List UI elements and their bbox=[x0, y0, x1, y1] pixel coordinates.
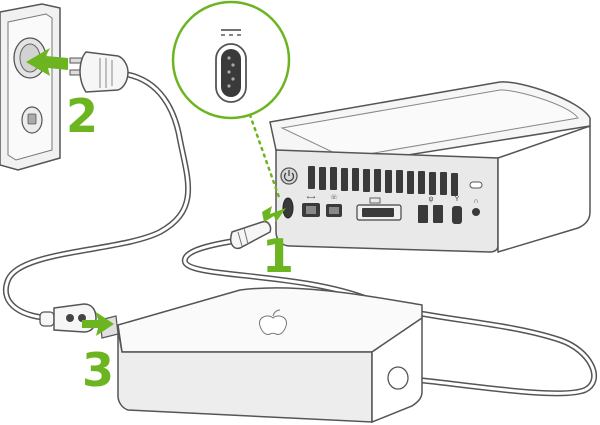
wall-plug bbox=[69, 51, 129, 93]
dc-power-symbol-icon bbox=[221, 29, 241, 36]
cables bbox=[3, 71, 598, 397]
ethernet-port: ⟷ bbox=[302, 195, 320, 217]
modem-icon: ☏ bbox=[330, 194, 338, 201]
power-button bbox=[280, 167, 298, 185]
computer: ⟷ ☏ ψ Y ∩ bbox=[269, 81, 591, 254]
usb-ports: ψ bbox=[418, 196, 443, 223]
arrow-step-3 bbox=[82, 312, 114, 336]
headphones-icon: ∩ bbox=[473, 198, 478, 205]
dc-power-port bbox=[282, 197, 294, 219]
step-number-3: 3 bbox=[82, 343, 114, 397]
vent-slots bbox=[308, 166, 458, 196]
firewire-icon: Y bbox=[455, 196, 460, 203]
usb-icon: ψ bbox=[429, 196, 434, 203]
dc-plug bbox=[229, 220, 272, 250]
power-icon bbox=[283, 170, 295, 182]
video-out-icon bbox=[369, 197, 381, 204]
arrow-step-1 bbox=[262, 206, 286, 222]
audio-port: ∩ bbox=[472, 198, 480, 216]
step-number-1: 1 bbox=[262, 229, 294, 283]
apple-logo-icon bbox=[259, 309, 287, 335]
power-adapter bbox=[99, 287, 423, 424]
step-number-2: 2 bbox=[66, 89, 98, 143]
firewire-port: Y bbox=[452, 196, 462, 224]
outlet-phone-jack bbox=[21, 106, 43, 134]
port-magnifier-callout bbox=[171, 0, 291, 202]
ethernet-icon: ⟷ bbox=[307, 195, 316, 201]
video-port bbox=[356, 197, 402, 221]
arrow-step-2 bbox=[26, 48, 68, 76]
wall-outlet bbox=[0, 3, 61, 171]
adapter-cord-grommet bbox=[387, 366, 409, 390]
security-slot bbox=[469, 181, 483, 189]
modem-port: ☏ bbox=[326, 194, 342, 217]
step-arrows bbox=[26, 48, 286, 336]
